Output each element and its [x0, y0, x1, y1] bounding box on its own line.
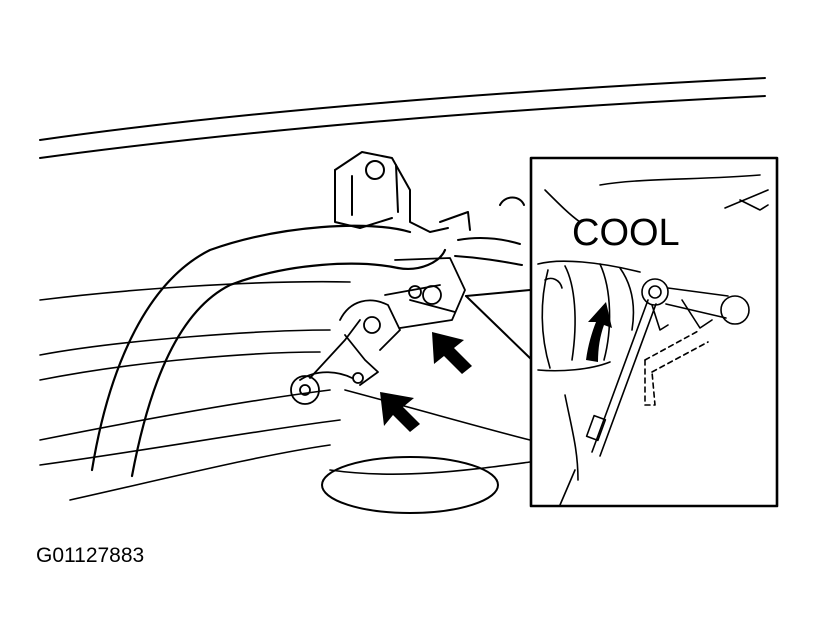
heater-hose	[90, 224, 447, 478]
callout-leader	[465, 289, 533, 361]
engine-bay-contours	[39, 280, 531, 501]
arrow-icon-upper	[432, 332, 472, 374]
body-panel-lines	[39, 77, 766, 159]
mounting-bracket	[334, 151, 525, 266]
figure-code: G01127883	[36, 544, 145, 567]
arrow-icon-lower	[380, 392, 420, 432]
detail-inset	[529, 156, 779, 508]
reservoir-cap	[321, 456, 499, 514]
heater-valve-linkage	[290, 257, 466, 405]
rotation-arrow-icon	[586, 302, 612, 362]
inset-frame	[529, 156, 779, 508]
inset-label-cool: COOL	[572, 212, 680, 254]
